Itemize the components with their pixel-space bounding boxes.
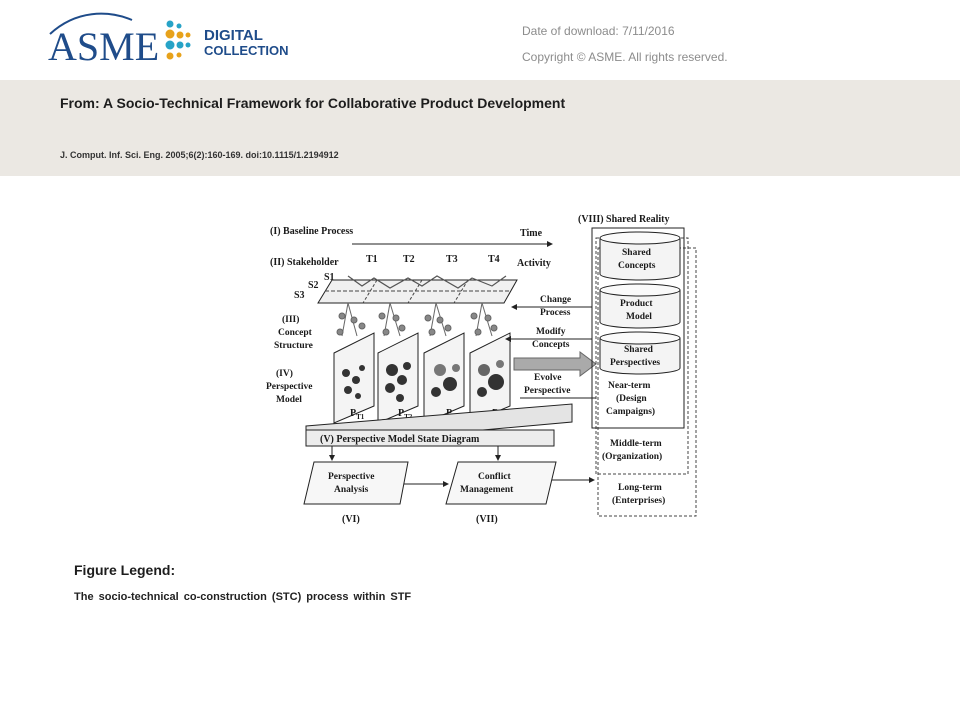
t1-label: T1 (366, 254, 378, 265)
evolve-perspective-label: Evolve Perspective (524, 373, 570, 396)
svg-text:Product: Product (620, 299, 653, 309)
copyright: Copyright © ASME. All rights reserved. (522, 50, 728, 64)
logo-collection-text: COLLECTION (204, 43, 289, 58)
article-title: From: A Socio-Technical Framework for Co… (60, 95, 566, 111)
download-label: Date of download: (522, 24, 619, 38)
near-term-label: Near-term (Design Campaigns) (606, 381, 655, 417)
download-date-line: Date of download: 7/11/2016 (522, 18, 728, 44)
logo-digital-text: DIGITAL (204, 27, 263, 44)
s3-label: S3 (294, 290, 305, 301)
svg-text:Model: Model (276, 395, 302, 405)
product-model-cylinder: Product Model (599, 283, 681, 329)
s1-label: S1 (324, 272, 335, 283)
shared-perspectives-cylinder: Shared Perspectives (599, 331, 681, 375)
svg-text:(III): (III) (282, 314, 299, 325)
shared-reality-label: (VIII) Shared Reality (578, 214, 669, 225)
t3-label: T3 (446, 254, 458, 265)
svg-text:Model: Model (626, 312, 652, 322)
svg-text:Concepts: Concepts (618, 261, 656, 271)
evolve-arrow (513, 351, 597, 377)
perspective-clusters (342, 360, 504, 402)
baseline-process-label: (I) Baseline Process (270, 226, 353, 237)
header: ASME DIGITAL COLLECTION Date of download… (0, 0, 960, 80)
logo-asme-text: ASME (48, 24, 159, 69)
article-band (0, 80, 960, 176)
conflict-management-box (445, 461, 557, 505)
svg-text:Structure: Structure (274, 341, 313, 351)
stc-process-figure: (I) Baseline Process Time (II) Stakehold… (266, 214, 697, 525)
svg-text:Conflict: Conflict (478, 472, 512, 482)
svg-text:Concept: Concept (278, 328, 313, 338)
svg-text:Analysis: Analysis (334, 485, 369, 495)
t2-label: T2 (403, 254, 415, 265)
middle-term-label: Middle-term (Organization) (602, 439, 662, 462)
svg-text:Process: Process (540, 308, 571, 318)
download-meta: Date of download: 7/11/2016 Copyright © … (522, 18, 728, 70)
svg-text:(IV): (IV) (276, 368, 293, 379)
svg-text:Modify: Modify (536, 327, 566, 337)
svg-text:Perspective: Perspective (524, 386, 570, 396)
svg-text:Campaigns): Campaigns) (606, 406, 655, 417)
svg-text:Middle-term: Middle-term (610, 439, 662, 449)
vi-label: (VI) (342, 514, 360, 525)
figure-legend-heading: Figure Legend: (74, 562, 176, 578)
svg-text:Perspective: Perspective (266, 382, 312, 392)
svg-text:Shared: Shared (622, 248, 652, 258)
perspective-analysis-box (303, 461, 409, 505)
svg-text:(Enterprises): (Enterprises) (612, 495, 665, 506)
svg-text:(Organization): (Organization) (602, 451, 662, 462)
long-term-frame (597, 247, 697, 517)
logo-swoosh (49, 12, 133, 35)
time-label: Time (520, 228, 543, 239)
svg-text:Evolve: Evolve (534, 373, 561, 383)
stakeholder-label: (II) Stakeholder (270, 257, 339, 268)
concept-structure-trees (336, 302, 498, 337)
state-diagram-label: (V) Perspective Model State Diagram (320, 434, 480, 445)
activity-label: Activity (517, 258, 551, 269)
svg-text:Near-term: Near-term (608, 381, 650, 391)
logo-dots-icon (165, 20, 191, 60)
s2-label: S2 (308, 280, 319, 291)
pt1-label: PT1 (350, 408, 365, 421)
svg-text:Change: Change (540, 295, 571, 305)
svg-text:Shared: Shared (624, 345, 654, 355)
stakeholder-plane (317, 275, 518, 304)
download-date: 7/11/2016 (622, 24, 675, 38)
concept-structure-label: (III) Concept Structure (274, 314, 313, 351)
perspective-analysis-label: Perspective Analysis (328, 472, 374, 495)
svg-text:Perspectives: Perspectives (610, 358, 660, 368)
change-process-label: Change Process (540, 295, 571, 318)
long-term-label: Long-term (Enterprises) (612, 483, 665, 506)
svg-text:(Design: (Design (616, 393, 647, 404)
t4-label: T4 (488, 254, 500, 265)
vii-label: (VII) (476, 514, 498, 525)
article-citation[interactable]: J. Comput. Inf. Sci. Eng. 2005;6(2):160-… (60, 150, 339, 160)
perspective-panels (333, 332, 511, 424)
asme-logo[interactable]: ASME DIGITAL COLLECTION (46, 8, 326, 70)
svg-text:Management: Management (460, 485, 514, 495)
near-term-frame (591, 227, 685, 429)
modify-concepts-label: Modify Concepts (532, 327, 570, 350)
figure-legend-text: The socio-technical co-construction (STC… (74, 591, 412, 603)
pt2-label: PT2 (398, 408, 413, 421)
svg-text:Concepts: Concepts (532, 340, 570, 350)
svg-text:Long-term: Long-term (618, 483, 662, 493)
svg-text:Perspective: Perspective (328, 472, 374, 482)
perspective-model-label: (IV) Perspective Model (266, 368, 312, 405)
conflict-management-label: Conflict Management (460, 472, 514, 495)
shared-concepts-cylinder: Shared Concepts (599, 231, 681, 281)
state-diagram-slab (305, 403, 573, 447)
